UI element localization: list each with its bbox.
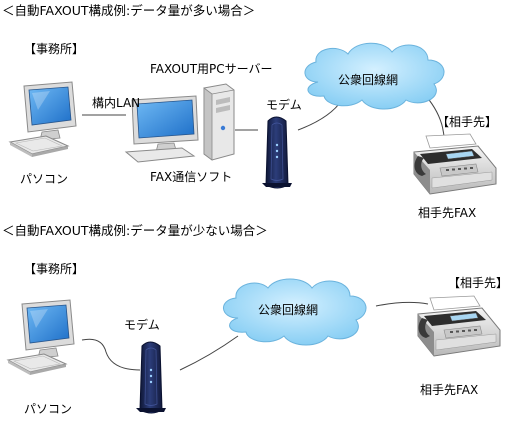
server-label: FAXOUT用PCサーバー bbox=[150, 62, 273, 76]
office-label-2: 【事務所】 bbox=[24, 262, 85, 276]
software-label: FAX通信ソフト bbox=[150, 170, 233, 184]
network-fax-line-2 bbox=[375, 301, 429, 307]
partner-fax-label-2: 相手先FAX bbox=[420, 383, 479, 397]
modem-network-line-2 bbox=[179, 335, 239, 371]
heading-low-volume: ＜自動FAXOUT構成例:データ量が少ない場合＞ bbox=[2, 223, 268, 238]
server-tower-icon bbox=[203, 83, 235, 161]
network-label-2: 公衆回線網 bbox=[258, 303, 319, 317]
modem-label-2: モデム bbox=[124, 318, 160, 332]
pc-icon bbox=[9, 81, 77, 158]
pc-icon-2 bbox=[7, 299, 75, 376]
pc-label: パソコン bbox=[20, 172, 69, 186]
heading-high-volume: ＜自動FAXOUT構成例:データ量が多い場合＞ bbox=[2, 3, 256, 18]
partner-label: 【相手先】 bbox=[437, 115, 498, 129]
modem-icon bbox=[261, 116, 293, 189]
modem-icon-2 bbox=[135, 341, 167, 414]
server-pc-icon bbox=[124, 95, 199, 163]
fax-machine-icon bbox=[413, 133, 497, 195]
partner-label-2: 【相手先】 bbox=[448, 276, 509, 290]
pc-modem-line bbox=[81, 338, 141, 371]
fax-machine-icon-2 bbox=[417, 295, 501, 357]
public-network-cloud-2 bbox=[223, 278, 367, 346]
office-label: 【事務所】 bbox=[24, 42, 85, 56]
modem-label: モデム bbox=[266, 98, 302, 112]
lan-label: 構内LAN bbox=[92, 96, 141, 110]
pc-label-2: パソコン bbox=[24, 402, 73, 416]
public-network-cloud bbox=[304, 42, 445, 110]
network-label: 公衆回線網 bbox=[338, 73, 399, 87]
partner-fax-label: 相手先FAX bbox=[418, 206, 477, 220]
